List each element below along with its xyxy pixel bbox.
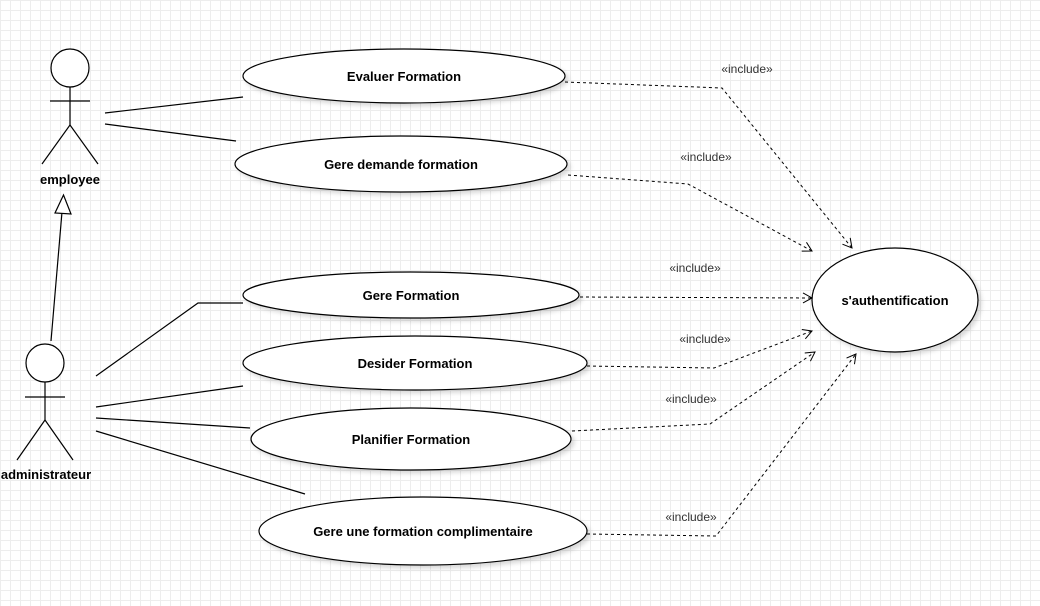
include-label-gere-formation: «include»	[669, 261, 721, 275]
include-line-complimentaire	[586, 353, 857, 537]
use-case-evaluer-formation[interactable]: Evaluer Formation	[242, 48, 566, 104]
employee-label: employee	[40, 172, 100, 187]
administrateur-left-leg	[16, 419, 46, 461]
administrateur-head	[25, 343, 65, 383]
actor-employee[interactable]: employee	[40, 48, 100, 187]
employee-right-leg	[69, 124, 99, 165]
assoc-admin-desider	[95, 385, 244, 408]
assoc-admin-complimentaire	[95, 430, 306, 495]
use-case-label: s'authentification	[841, 293, 948, 308]
include-dependencies: «include» «include» «include» «include» …	[564, 62, 857, 537]
include-label-evaluer: «include»	[721, 62, 773, 76]
use-case-label: Gere demande formation	[324, 157, 478, 172]
use-case-desider-formation[interactable]: Desider Formation	[242, 335, 588, 391]
administrateur-label: administrateur	[1, 467, 91, 482]
include-label-gere-demande: «include»	[680, 150, 732, 164]
use-case-label: Gere Formation	[363, 288, 460, 303]
assoc-admin-gere-formation	[95, 302, 243, 377]
use-case-s-authentification[interactable]: s'authentification	[811, 247, 979, 353]
include-line-planifier	[571, 351, 816, 432]
include-label-desider: «include»	[679, 332, 731, 346]
use-case-label: Gere une formation complimentaire	[313, 524, 533, 539]
include-line-desider	[586, 329, 813, 369]
assoc-employee-gere-demande	[104, 123, 237, 142]
use-case-label: Planifier Formation	[352, 432, 471, 447]
include-label-planifier: «include»	[665, 392, 717, 406]
include-line-evaluer	[564, 81, 853, 249]
use-case-gere-demande-formation[interactable]: Gere demande formation	[234, 135, 568, 193]
assoc-employee-evaluer	[104, 96, 244, 114]
assoc-admin-planifier	[95, 417, 251, 429]
employee-head	[50, 48, 90, 88]
use-case-planifier-formation[interactable]: Planifier Formation	[250, 407, 572, 471]
generalization-arrow	[50, 193, 72, 342]
use-case-label: Desider Formation	[358, 356, 473, 371]
use-case-gere-formation-complimentaire[interactable]: Gere une formation complimentaire	[258, 496, 588, 566]
include-line-gere-formation	[579, 292, 814, 304]
use-case-gere-formation[interactable]: Gere Formation	[242, 271, 580, 319]
associations	[95, 96, 306, 495]
actor-administrateur[interactable]: administrateur	[1, 343, 91, 482]
include-label-complimentaire: «include»	[665, 510, 717, 524]
include-line-gere-demande	[567, 174, 813, 252]
employee-left-leg	[41, 124, 71, 165]
use-case-label: Evaluer Formation	[347, 69, 461, 84]
administrateur-right-leg	[44, 419, 74, 461]
generalization-triangle-icon	[54, 193, 72, 215]
